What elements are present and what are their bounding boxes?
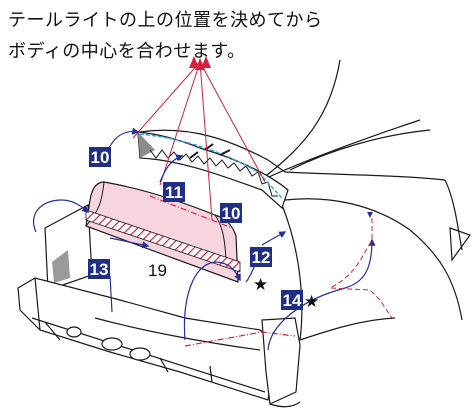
red-dashed-contour — [328, 218, 393, 319]
callout-10-right: 10 — [220, 203, 242, 223]
callout-14: 14 — [281, 290, 303, 310]
svg-text:12: 12 — [252, 248, 271, 267]
rear-bumper — [17, 277, 273, 401]
svg-text:13: 13 — [90, 260, 109, 279]
callout-12: 12 — [250, 247, 272, 267]
center-mark — [367, 212, 373, 218]
bumper-side-piece — [261, 317, 301, 408]
left-flank-shading — [52, 250, 70, 283]
car-body — [139, 59, 471, 341]
callout-10-top: 10 — [89, 147, 111, 167]
bumper-red-line — [184, 331, 296, 347]
svg-text:10: 10 — [222, 204, 241, 223]
instruction-line-2: ボディの中心を合わせます。 — [8, 41, 246, 62]
pointer-arrowheads — [189, 56, 211, 70]
rear-spoiler — [137, 131, 289, 210]
pointer-lines — [132, 61, 266, 221]
tail-panel — [85, 181, 241, 283]
instruction-line-1: テールライトの上の位置を決めてから — [8, 10, 323, 31]
callout-11: 11 — [163, 182, 185, 202]
star-marker-14: ★ — [304, 292, 319, 312]
part-number-19: 19 — [148, 261, 167, 280]
svg-text:10: 10 — [91, 148, 110, 167]
star-marker-12: ★ — [253, 275, 268, 295]
guide-arrows — [32, 127, 376, 351]
callout-13: 13 — [88, 259, 110, 279]
svg-text:14: 14 — [283, 291, 302, 310]
svg-text:11: 11 — [165, 183, 183, 202]
